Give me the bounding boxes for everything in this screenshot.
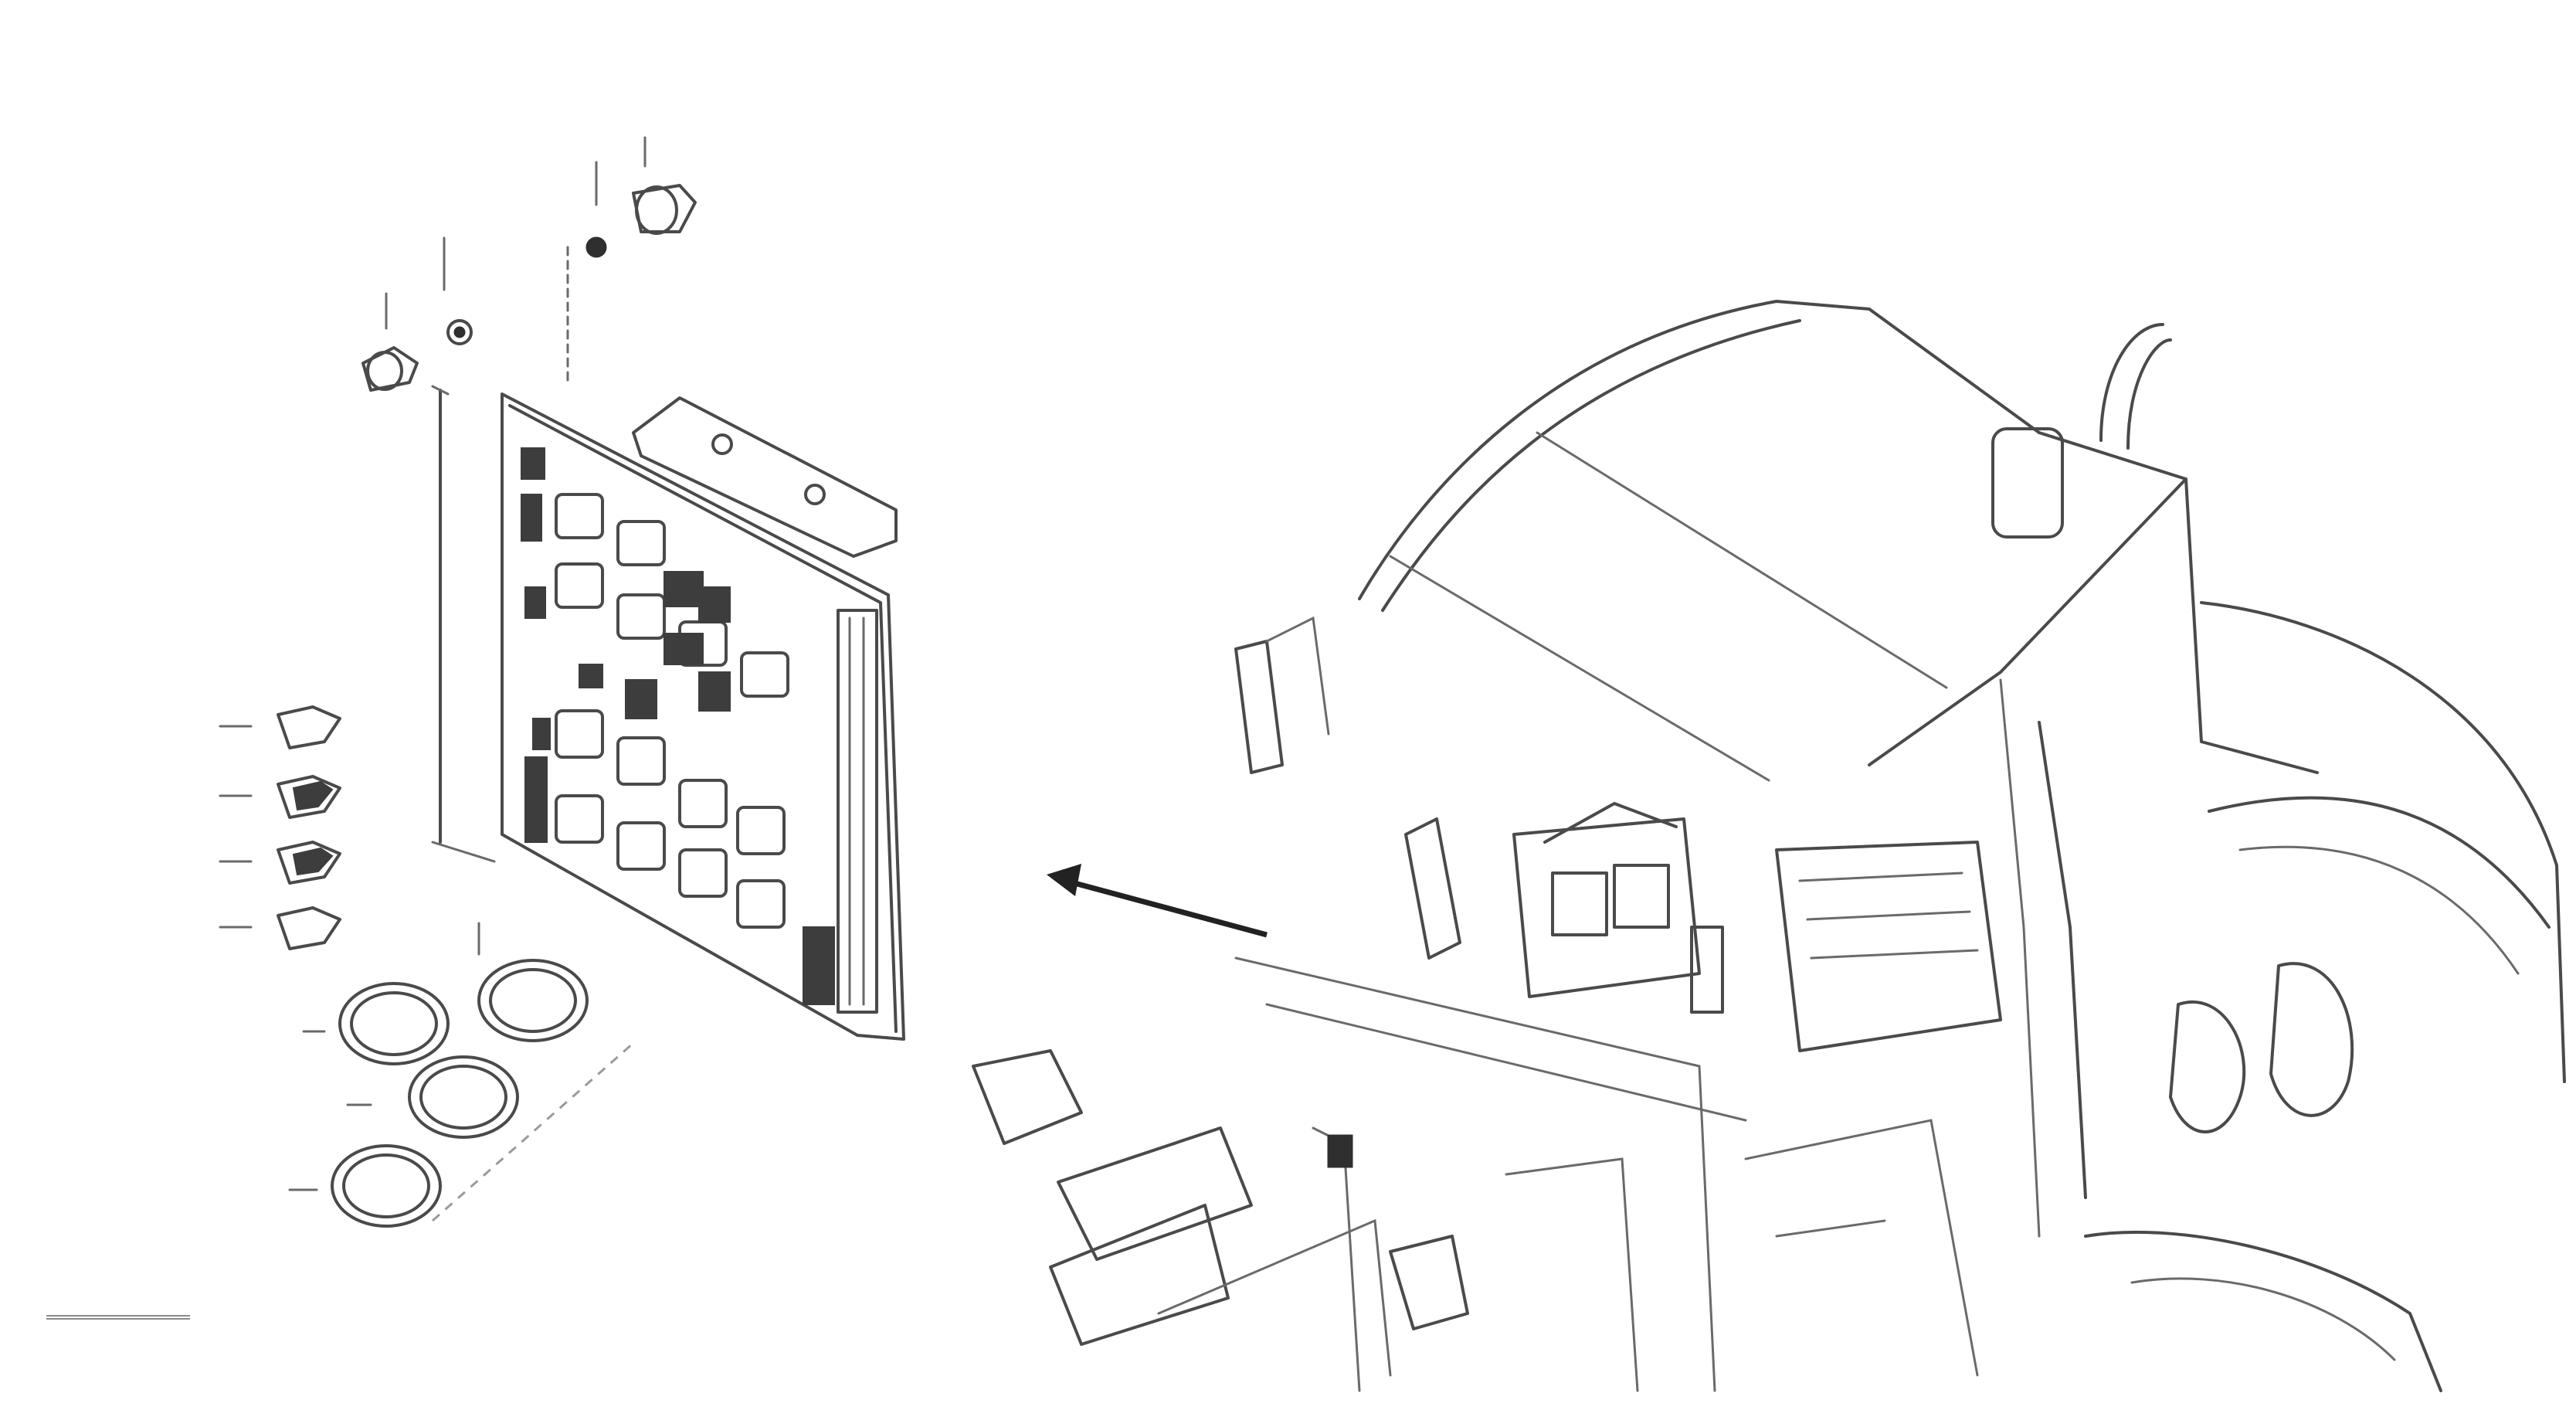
- location-arrow: [1047, 864, 1268, 938]
- fuse-cap-top: [338, 982, 450, 1065]
- lower-bracket: [972, 1049, 1083, 1145]
- electrical-box: [1512, 817, 1701, 998]
- bolt-head: [635, 185, 678, 235]
- washer: [446, 319, 473, 345]
- washer-small: [585, 236, 607, 258]
- control-panel: [1775, 841, 2002, 1052]
- drawing-stamp: [37, 1313, 199, 1321]
- arrowhead-icon: [1047, 864, 1081, 896]
- relay-2: [277, 775, 341, 819]
- fuse-cap-mid: [408, 1055, 519, 1139]
- stamp-rule-2: [46, 1318, 190, 1320]
- top-bolt-assembly-left: [361, 236, 473, 392]
- relay-3: [277, 841, 341, 885]
- relay-1: [277, 705, 341, 749]
- top-bolt-assembly-right: [566, 136, 697, 388]
- fuse-caps: [288, 922, 634, 1228]
- beacon-housing: [1991, 427, 2064, 539]
- fuse-cap-low: [331, 1144, 442, 1228]
- fuse-block-clusters: [521, 447, 835, 1005]
- relay-fuse-board: [431, 385, 905, 1041]
- fuse-cap-right: [477, 959, 589, 1042]
- relay-4: [277, 906, 341, 950]
- relay-socket-grid: [555, 493, 789, 929]
- stamp-rule: [46, 1315, 190, 1317]
- machine-outline: [972, 300, 2566, 1392]
- relay-parts-column: [219, 705, 341, 950]
